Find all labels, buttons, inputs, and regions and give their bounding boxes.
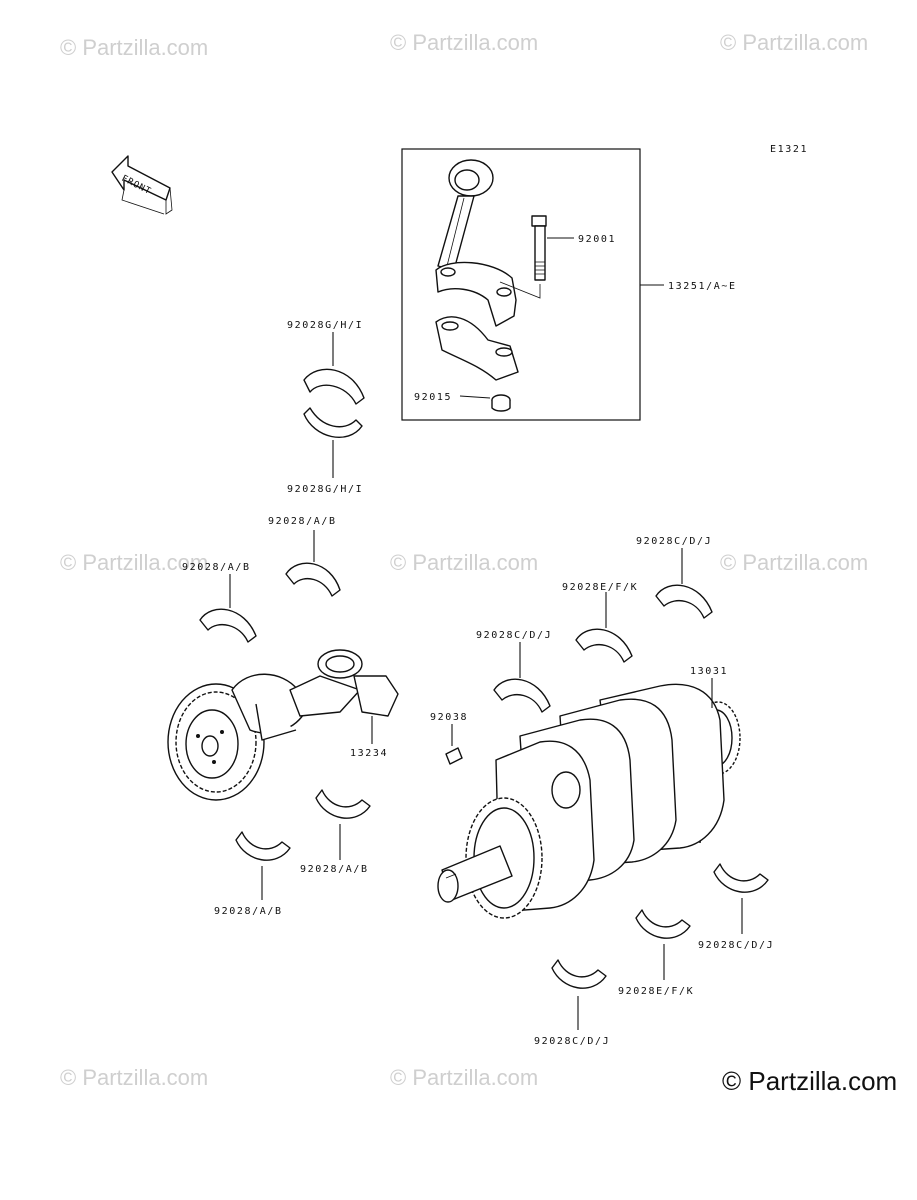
- watermark: © Partzilla.com: [720, 30, 868, 55]
- nut-callout: 92015: [414, 392, 452, 403]
- watermark: © Partzilla.com: [60, 1065, 208, 1090]
- front-arrow-icon: FRONT: [111, 155, 173, 215]
- watermark: © Partzilla.com: [390, 550, 538, 575]
- key-callout: 92038: [430, 712, 468, 723]
- balancer-shaft-callout: 13234: [350, 748, 388, 759]
- balancer-bearing-4-callout: 92028/A/B: [214, 906, 283, 917]
- watermark: © Partzilla.com: [60, 35, 208, 60]
- crankshaft-callout: 13031: [690, 666, 728, 677]
- diagram-code: E1321: [770, 144, 808, 155]
- balancer-bearing: [235, 831, 291, 861]
- balancer-bearing-1-callout: 92028/A/B: [268, 516, 337, 527]
- crank-bearing: [713, 863, 769, 893]
- crank-bearing-top-3-callout: 92028C/D/J: [476, 630, 552, 641]
- crank-bearing-bottom-1-callout: 92028C/D/J: [698, 940, 774, 951]
- watermark: © Partzilla.com: [390, 30, 538, 55]
- watermark: © Partzilla.com: [60, 550, 208, 575]
- crank-bearing-bottom-2-callout: 92028E/F/K: [618, 986, 694, 997]
- conrod-bearing-upper: [303, 368, 365, 405]
- watermark: © Partzilla.com: [720, 550, 868, 575]
- crank-bearing: [655, 584, 713, 619]
- conrod-bearing-upper-callout: 92028G/H/I: [287, 320, 363, 331]
- woodruff-key: [445, 747, 463, 765]
- nut-leader: [459, 395, 491, 399]
- balancer-bearing: [315, 789, 371, 819]
- watermark-group: © Partzilla.com © Partzilla.com © Partzi…: [60, 30, 868, 1090]
- balancer-bearing-3-callout: 92028/A/B: [300, 864, 369, 875]
- partzilla-copyright: © Partzilla.com: [722, 1066, 897, 1096]
- crankshaft: [437, 683, 741, 919]
- balancer-shaft: [167, 649, 399, 801]
- crank-bearing: [575, 628, 633, 663]
- conrod-bolt: [531, 215, 547, 281]
- crank-bearing: [635, 909, 691, 939]
- bolt-callout: 92001: [578, 234, 616, 245]
- conrod-nut: [491, 394, 511, 412]
- rod-cap: [435, 316, 519, 381]
- bolt-leader-line: [499, 281, 541, 299]
- balancer-bearing-2-callout: 92028/A/B: [182, 562, 251, 573]
- balancer-bearing: [199, 608, 257, 643]
- conrod-bearing-lower: [303, 407, 363, 439]
- crank-bearing-top-1-callout: 92028C/D/J: [636, 536, 712, 547]
- conrod-bearing-lower-callout: 92028G/H/I: [287, 484, 363, 495]
- balancer-bearing: [285, 562, 341, 597]
- crank-bearing-bottom-3-callout: 92028C/D/J: [534, 1036, 610, 1047]
- crank-bearing-top-2-callout: 92028E/F/K: [562, 582, 638, 593]
- connecting-rod: [435, 159, 517, 327]
- crank-bearing: [551, 959, 607, 989]
- conrod-assy-callout: 13251/A~E: [668, 281, 737, 292]
- crank-bearing: [493, 678, 551, 713]
- watermark: © Partzilla.com: [390, 1065, 538, 1090]
